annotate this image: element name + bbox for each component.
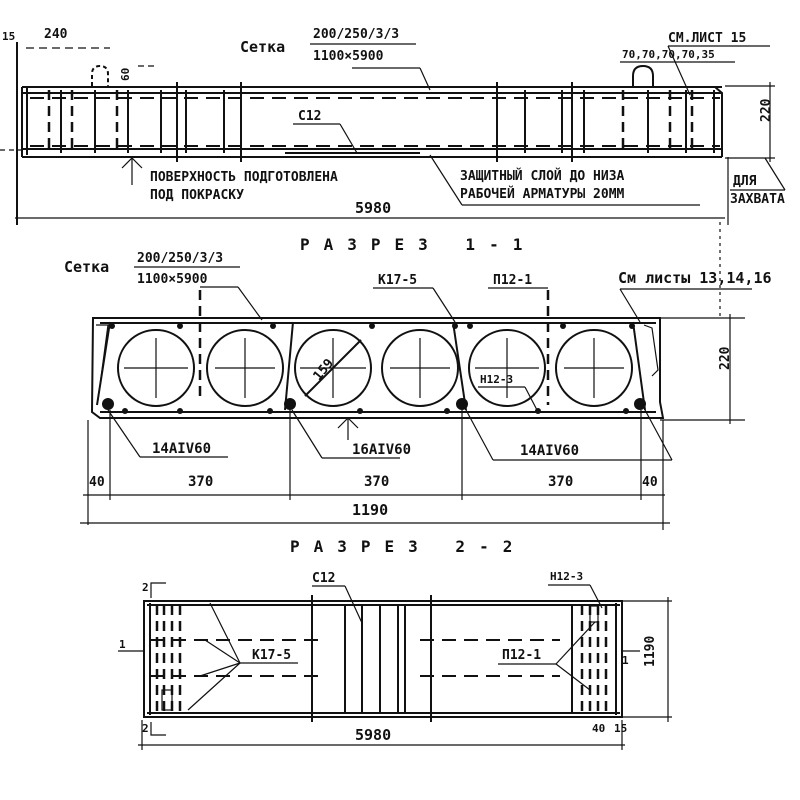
note-grip-line2: ЗАХВАТА <box>730 192 785 207</box>
rebar-c12-label: С12 <box>298 109 321 124</box>
section-mark-top: 2 <box>142 581 149 594</box>
section-1-1-title: РАЗРЕЗ 1-1 <box>300 235 536 254</box>
mesh-spec-top: 200/250/3/3 <box>313 27 399 42</box>
section-1-1: РАЗРЕЗ 1-1 Сетка 200/250/3/3 1100×5900 <box>64 222 772 530</box>
length-5980: 5980 <box>355 199 391 217</box>
rebar-mid-label: 16AIV60 <box>352 442 411 458</box>
frame-p12-1-label: П12-1 <box>493 273 532 288</box>
ref-sheet-15: СМ.ЛИСТ 15 <box>668 31 746 46</box>
dim-end-40: 40 <box>592 722 605 735</box>
dim-15: 15 <box>2 30 15 43</box>
elevation-view: 15 240 60 <box>0 27 786 225</box>
dim-edge-right: 40 <box>642 475 658 490</box>
width-1190-s2: 1190 <box>643 636 658 667</box>
mesh-spec-top-s1: 200/250/3/3 <box>137 251 223 266</box>
dim-60: 60 <box>119 68 132 81</box>
dim-edge-left: 40 <box>89 475 105 490</box>
mesh-n12-3-label-s2: Н12-3 <box>550 570 583 583</box>
section-2-2-title: РАЗРЕЗ 2-2 <box>290 537 526 556</box>
rebar-c12-label-s2: С12 <box>312 571 335 586</box>
note-surface-line1: ПОВЕРХНОСТЬ ПОДГОТОВЛЕНА <box>150 170 338 185</box>
ref-sheets-label: См листы 13,14,16 <box>618 269 772 287</box>
length-5980-s2: 5980 <box>355 726 391 744</box>
note-grip-line1: ДЛЯ <box>733 174 757 189</box>
mesh-n12-3-label: Н12-3 <box>480 373 513 386</box>
frame-p12-1-label-s2: П12-1 <box>502 648 541 663</box>
frame-k17-5-label: К17-5 <box>378 273 417 288</box>
dim-end-15: 15 <box>614 722 627 735</box>
height-220-s1: 220 <box>718 346 733 370</box>
dim-240: 240 <box>44 27 68 42</box>
mesh-label-s1: Сетка <box>64 258 109 276</box>
section-mark-left: 1 <box>119 638 126 651</box>
dim-bay-1: 370 <box>188 474 213 490</box>
mesh-spec-bottom: 1100×5900 <box>313 49 384 64</box>
spacing-dims: 70,70,70,70,35 <box>622 48 715 61</box>
dim-bay-2: 370 <box>364 474 389 490</box>
note-cover-line1: ЗАЩИТНЫЙ СЛОЙ ДО НИЗА <box>460 168 625 184</box>
mesh-spec-bottom-s1: 1100×5900 <box>137 272 208 287</box>
rebar-left-label: 14AIV60 <box>152 441 211 457</box>
note-surface-line2: ПОД ПОКРАСКУ <box>150 188 244 203</box>
mesh-label: Сетка <box>240 38 285 56</box>
dim-bay-3: 370 <box>548 474 573 490</box>
section-2-2: РАЗРЕЗ 2-2 <box>118 537 672 750</box>
section-mark-bottom: 2 <box>142 722 149 735</box>
rebar-right-label: 14AIV60 <box>520 443 579 459</box>
width-1190: 1190 <box>352 501 388 519</box>
frame-k17-5-label-s2: К17-5 <box>252 648 291 663</box>
section-mark-right: 1 <box>622 654 629 667</box>
void-holes <box>117 329 633 407</box>
height-220: 220 <box>759 98 774 122</box>
note-cover-line2: РАБОЧЕЙ АРМАТУРЫ 20ММ <box>460 186 625 202</box>
